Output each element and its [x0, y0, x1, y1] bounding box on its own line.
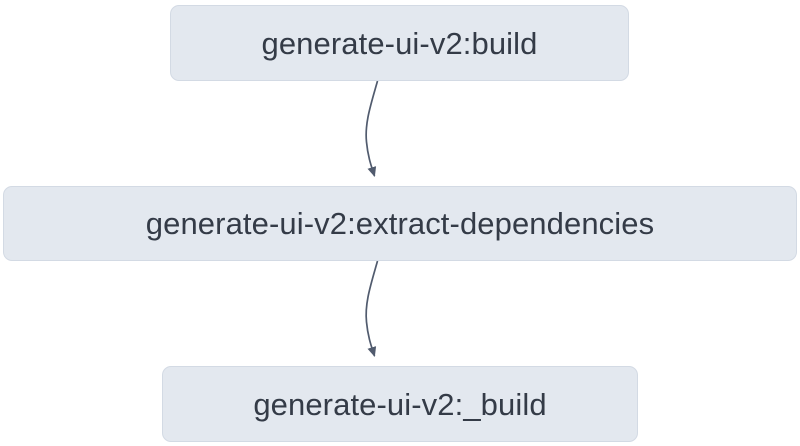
node-label-build: generate-ui-v2:build [261, 25, 538, 61]
edge-extract-dependencies-to-underscore-build [365, 260, 379, 357]
node-label-extract-dependencies: generate-ui-v2:extract-dependencies [145, 206, 655, 241]
flowchart-node-extract-dependencies[interactable]: generate-ui-v2:extract-dependencies [3, 186, 797, 261]
edge-build-to-extract-dependencies [365, 80, 379, 177]
flowchart-node-build[interactable]: generate-ui-v2:build [170, 5, 629, 81]
node-label-underscore-build: generate-ui-v2:_build [253, 386, 547, 422]
flowchart-node-underscore-build[interactable]: generate-ui-v2:_build [162, 366, 638, 442]
